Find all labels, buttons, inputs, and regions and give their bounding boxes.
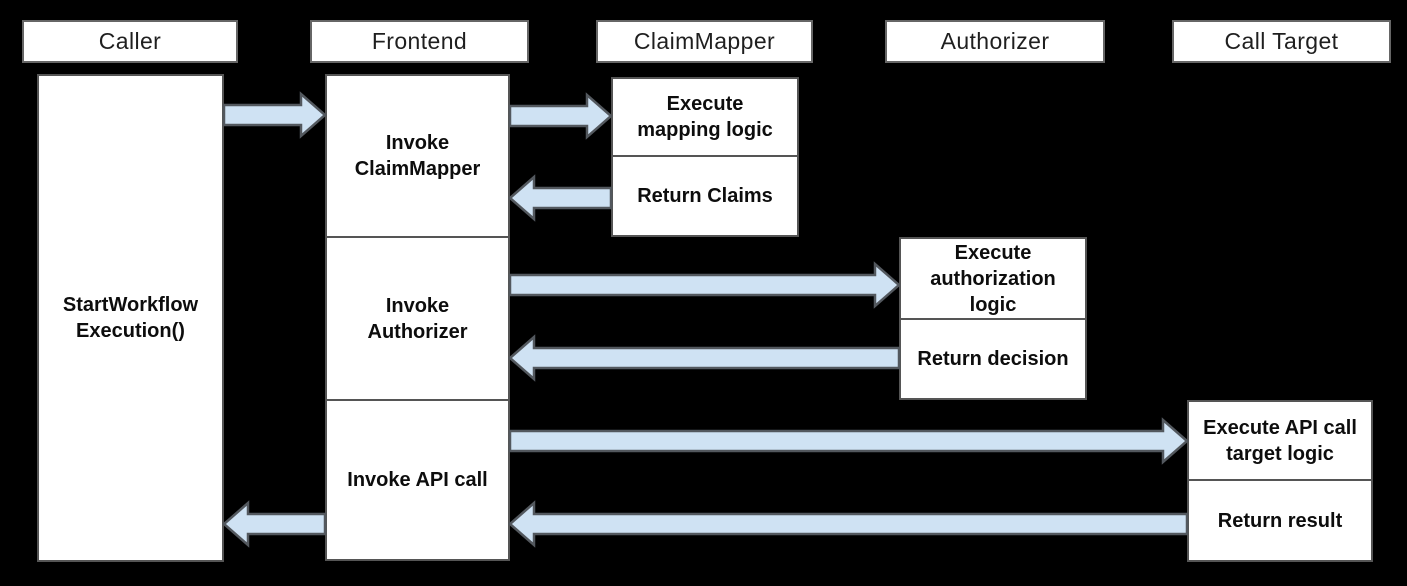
- step-execute-authorization-logic: Execute authorization logic: [930, 241, 1056, 316]
- lifeline-header-authorizer: Authorizer: [885, 20, 1105, 63]
- step-invoke-api-call: Invoke API call: [327, 399, 508, 559]
- lifeline-header-call-target: Call Target: [1172, 20, 1391, 63]
- step-return-decision: Return decision: [901, 318, 1085, 398]
- arrow-frontend-to-authorizer: [508, 261, 901, 309]
- step-invoke-authorizer: Invoke Authorizer: [327, 236, 508, 399]
- lifeline-label-caller: Caller: [98, 28, 162, 54]
- arrow-authorizer-to-frontend: [508, 334, 901, 382]
- lifeline-label-authorizer: Authorizer: [940, 28, 1050, 54]
- arrow-frontend-to-claimmapper: [508, 92, 613, 140]
- step-invoke-claimmapper: Invoke ClaimMapper: [354, 132, 481, 180]
- arrow-frontend-to-call-target: [508, 417, 1189, 465]
- step-return-result: Return result: [1189, 479, 1371, 560]
- arrow-caller-to-frontend: [222, 91, 327, 139]
- arrow-frontend-to-caller: [222, 500, 327, 548]
- activation-claimmapper: Execute mapping logic Return Claims: [611, 77, 799, 237]
- lifeline-header-claimmapper: ClaimMapper: [596, 20, 813, 63]
- activation-frontend: Invoke ClaimMapper Invoke Authorizer Inv…: [325, 74, 510, 561]
- step-start-workflow-execution: StartWorkflow Execution(): [62, 294, 199, 342]
- lifeline-header-frontend: Frontend: [310, 20, 529, 63]
- lifeline-label-claimmapper: ClaimMapper: [633, 28, 776, 54]
- lifeline-label-frontend: Frontend: [371, 28, 468, 54]
- activation-authorizer: Execute authorization logic Return decis…: [899, 237, 1087, 400]
- step-execute-api-call-target-logic: Execute API call target logic: [1203, 416, 1357, 465]
- step-return-claims: Return Claims: [613, 155, 797, 235]
- activation-call-target: Execute API call target logic Return res…: [1187, 400, 1373, 562]
- lifeline-header-caller: Caller: [22, 20, 238, 63]
- arrow-claimmapper-to-frontend: [508, 174, 613, 222]
- lifeline-label-call-target: Call Target: [1224, 28, 1339, 54]
- step-execute-mapping-logic: Execute mapping logic: [637, 93, 773, 141]
- activation-caller: StartWorkflow Execution(): [37, 74, 224, 562]
- arrow-call-target-to-frontend: [508, 500, 1189, 548]
